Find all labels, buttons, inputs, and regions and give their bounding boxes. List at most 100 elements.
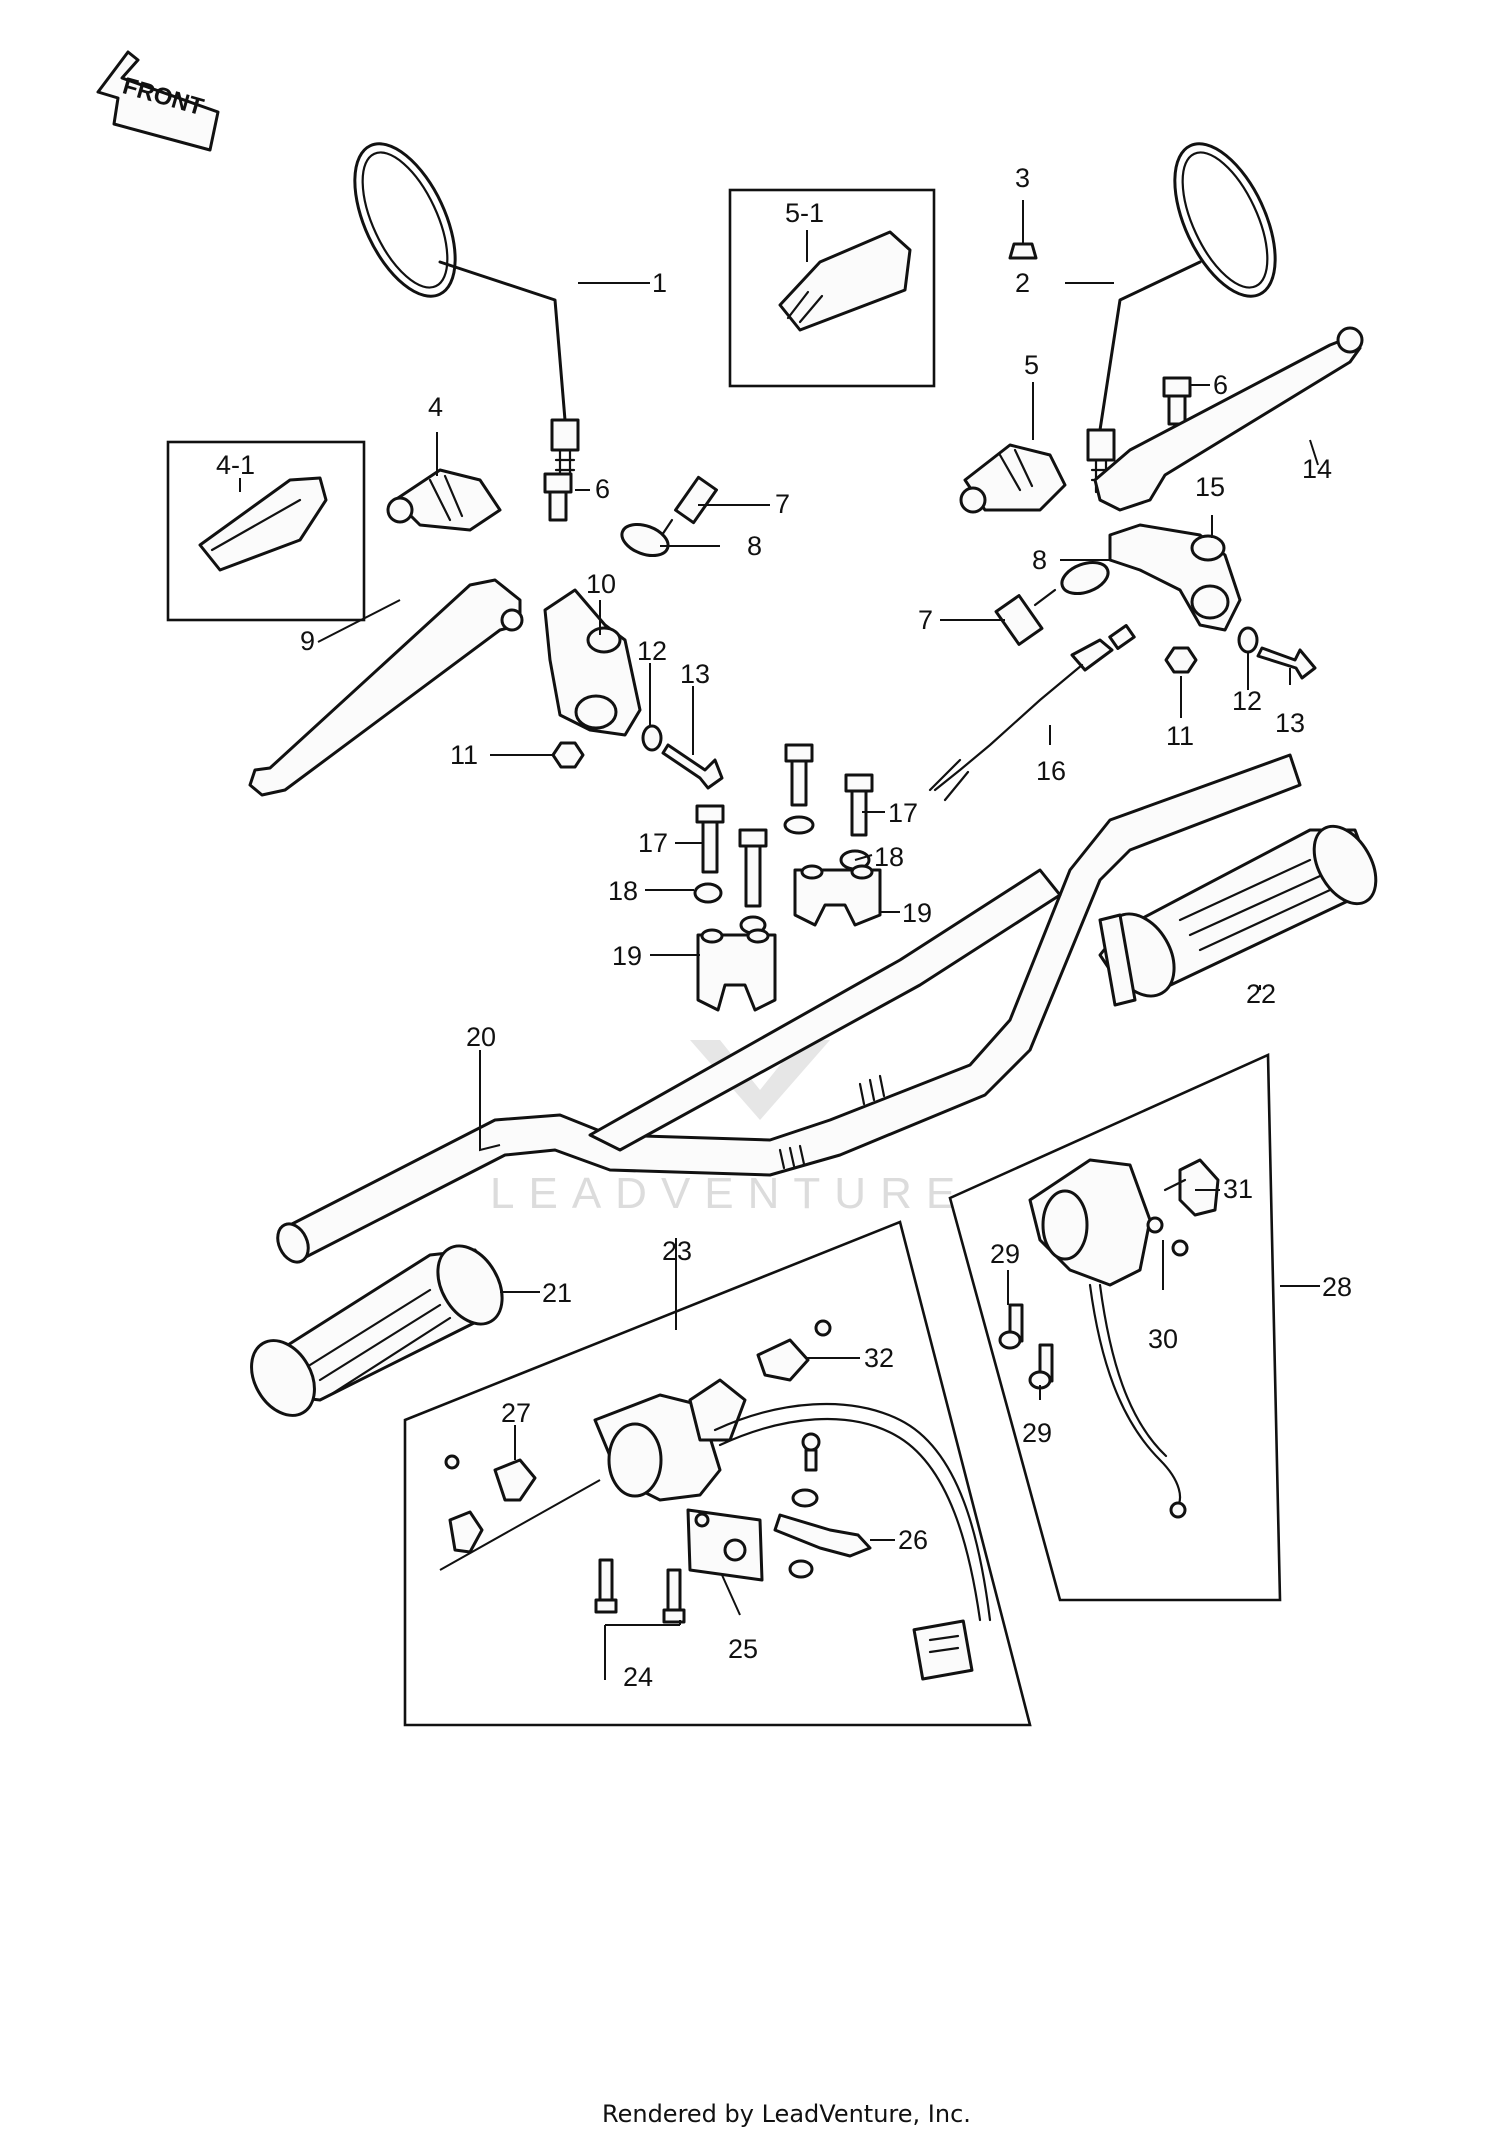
nut-11-left: [551, 741, 585, 769]
callout-12-left: 12: [637, 636, 667, 666]
lever-cover-5-1: [778, 230, 912, 332]
bolt-13-right: [1256, 646, 1317, 680]
callout-8-left: 8: [747, 531, 762, 561]
callout-6-left: 6: [595, 474, 610, 504]
screw-24-a: [594, 1558, 618, 1614]
callout-24: 24: [623, 1662, 653, 1692]
callout-18-left: 18: [608, 876, 638, 906]
callout-13-left: 13: [680, 659, 710, 689]
callout-11-left: 11: [450, 740, 478, 770]
lever-cover-4-1: [198, 476, 328, 572]
callout-30: 30: [1148, 1324, 1178, 1354]
left-lever-9: [248, 578, 524, 797]
inset-box-28: [948, 1053, 1282, 1602]
switch-housing-28: [1028, 1158, 1187, 1519]
callout-27: 27: [501, 1398, 531, 1428]
callout-14: 14: [1302, 454, 1332, 484]
callout-10: 10: [586, 569, 616, 599]
callout-20: 20: [466, 1022, 496, 1052]
callout-labels: 1 2 3 4 4-1 5 5-1 6 6 7 7 8 8 9 10 11 11…: [216, 163, 1352, 1692]
screw-29-a: [998, 1303, 1024, 1350]
grip-22: [1098, 824, 1378, 1007]
small-screw-detail: [791, 1432, 821, 1508]
pin-6-right: [1162, 376, 1192, 426]
callout-7-left: 7: [775, 489, 790, 519]
switch-cable-16: [928, 624, 1136, 802]
callout-23: 23: [662, 1236, 692, 1266]
callout-18-right: 18: [874, 842, 904, 872]
callout-4: 4: [428, 392, 443, 422]
callout-17-right: 17: [888, 798, 918, 828]
switch-31: [1163, 1158, 1220, 1217]
handlebar-20: [276, 753, 1302, 1264]
right-lever-14: [1093, 326, 1364, 512]
callout-19-right: 19: [902, 898, 932, 928]
locknut-8-left: [620, 522, 670, 558]
callout-29-top: 29: [990, 1239, 1020, 1269]
callout-8-right: 8: [1032, 545, 1047, 575]
callout-3: 3: [1015, 163, 1030, 193]
switch-housing-23: [593, 1378, 992, 1681]
bolt-13-left: [661, 743, 724, 790]
callout-13-right: 13: [1275, 708, 1305, 738]
holder-19-right: [793, 864, 882, 927]
callout-4-1: 4-1: [216, 450, 255, 480]
right-mirror: [1086, 142, 1277, 494]
callout-21: 21: [542, 1278, 572, 1308]
callout-17-left: 17: [638, 828, 668, 858]
lever-bracket-10: [543, 588, 642, 737]
footer-credit: Rendered by LeadVenture, Inc.: [602, 2100, 971, 2128]
inset-box-5-1: [728, 188, 936, 388]
detent-32: [756, 1319, 832, 1382]
callout-5: 5: [1024, 350, 1039, 380]
washer-12-left: [641, 724, 663, 752]
front-arrow-icon: FRONT: [96, 50, 220, 152]
callout-22: 22: [1246, 979, 1276, 1009]
callout-5-1: 5-1: [785, 198, 824, 228]
locknut-8-right: [1060, 560, 1110, 596]
bolt-17-d: [738, 828, 768, 935]
screws-30: [1146, 1216, 1189, 1257]
callout-1: 1: [652, 268, 667, 298]
watermark-text: LEADVENTURE: [490, 1169, 969, 1218]
callout-7-right: 7: [918, 605, 933, 635]
callout-26: 26: [898, 1525, 928, 1555]
callout-15: 15: [1195, 472, 1225, 502]
callout-12-right: 12: [1232, 686, 1262, 716]
callout-9: 9: [300, 626, 315, 656]
adjuster-7-left: [658, 475, 718, 540]
leader-lines: [239, 200, 1320, 1680]
callout-19-left: 19: [612, 941, 642, 971]
bolt-17-a: [783, 743, 815, 835]
screw-29-b: [1028, 1343, 1054, 1390]
pin-6-left: [543, 472, 573, 522]
nut-11-right: [1164, 646, 1198, 674]
callout-31: 31: [1223, 1174, 1253, 1204]
inset-box-23: [403, 1220, 1032, 1727]
left-mirror: [353, 142, 580, 484]
switch-plate-25: [686, 1508, 764, 1582]
callout-6-right: 6: [1213, 370, 1228, 400]
adjuster-7-right: [994, 588, 1057, 646]
callout-28: 28: [1322, 1272, 1352, 1302]
switch-bracket-5: [959, 443, 1067, 514]
grip-21: [250, 1244, 504, 1417]
holder-19-left: [696, 928, 777, 1012]
callout-25: 25: [728, 1634, 758, 1664]
lever-bracket-15: [1108, 523, 1242, 632]
bolt-17-c: [693, 804, 725, 904]
cap-3: [1008, 242, 1038, 260]
washer-12-right: [1237, 626, 1259, 654]
screw-24-b: [662, 1568, 686, 1624]
bolt-17-b: [839, 773, 874, 871]
callout-2: 2: [1015, 268, 1030, 298]
callout-11-right: 11: [1166, 721, 1194, 751]
switch-knob-27: [444, 1454, 537, 1554]
callout-29-bottom: 29: [1022, 1418, 1052, 1448]
switch-bracket-4: [386, 468, 502, 532]
inset-box-4-1: [166, 440, 366, 622]
switch-lever-26: [773, 1513, 872, 1579]
callout-32: 32: [864, 1343, 894, 1373]
callout-16: 16: [1036, 756, 1066, 786]
